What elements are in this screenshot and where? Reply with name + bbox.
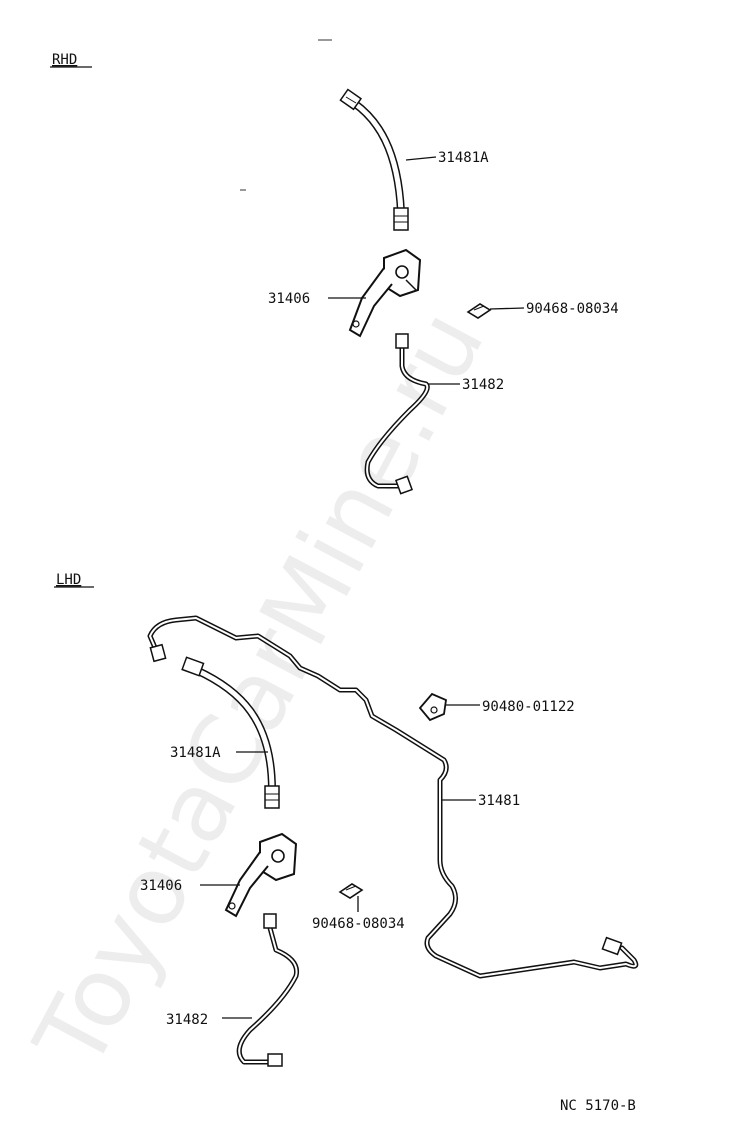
lhd-main-brake-tube: [147, 615, 639, 979]
section-label-rhd: RHD: [52, 52, 77, 68]
label-lhd-hose: 31481A: [170, 745, 221, 761]
lhd-flexible-hose: [181, 656, 280, 809]
label-rhd-hose: 31481A: [438, 150, 489, 166]
label-lhd-clip: 90468-08034: [312, 916, 405, 932]
lhd-clip: [338, 883, 364, 899]
label-lhd-union: 90480-01122: [482, 699, 575, 715]
label-lhd-tube: 31482: [166, 1012, 208, 1028]
lhd-brake-tube: [236, 913, 300, 1067]
label-rhd-bracket: 31406: [268, 291, 310, 307]
label-lhd-bracket: 31406: [140, 878, 182, 894]
lhd-union-fitting: [418, 692, 447, 722]
label-rhd-tube: 31482: [462, 377, 504, 393]
rhd-flexible-hose: [339, 88, 409, 231]
diagram-code: NC 5170-B: [560, 1098, 636, 1114]
lhd-bracket: [224, 832, 298, 918]
leader-rhd-clip: [489, 307, 525, 310]
label-rhd-clip: 90468-08034: [526, 301, 619, 317]
section-label-lhd: LHD: [56, 572, 81, 588]
leader-rhd-hose: [405, 156, 437, 161]
label-lhd-main-tube: 31481: [478, 793, 520, 809]
rhd-bracket: [348, 248, 422, 338]
rhd-clip: [466, 303, 492, 319]
rhd-brake-tube: [364, 333, 430, 495]
watermark: ToyotaCarMine.ru: [13, 293, 506, 1087]
